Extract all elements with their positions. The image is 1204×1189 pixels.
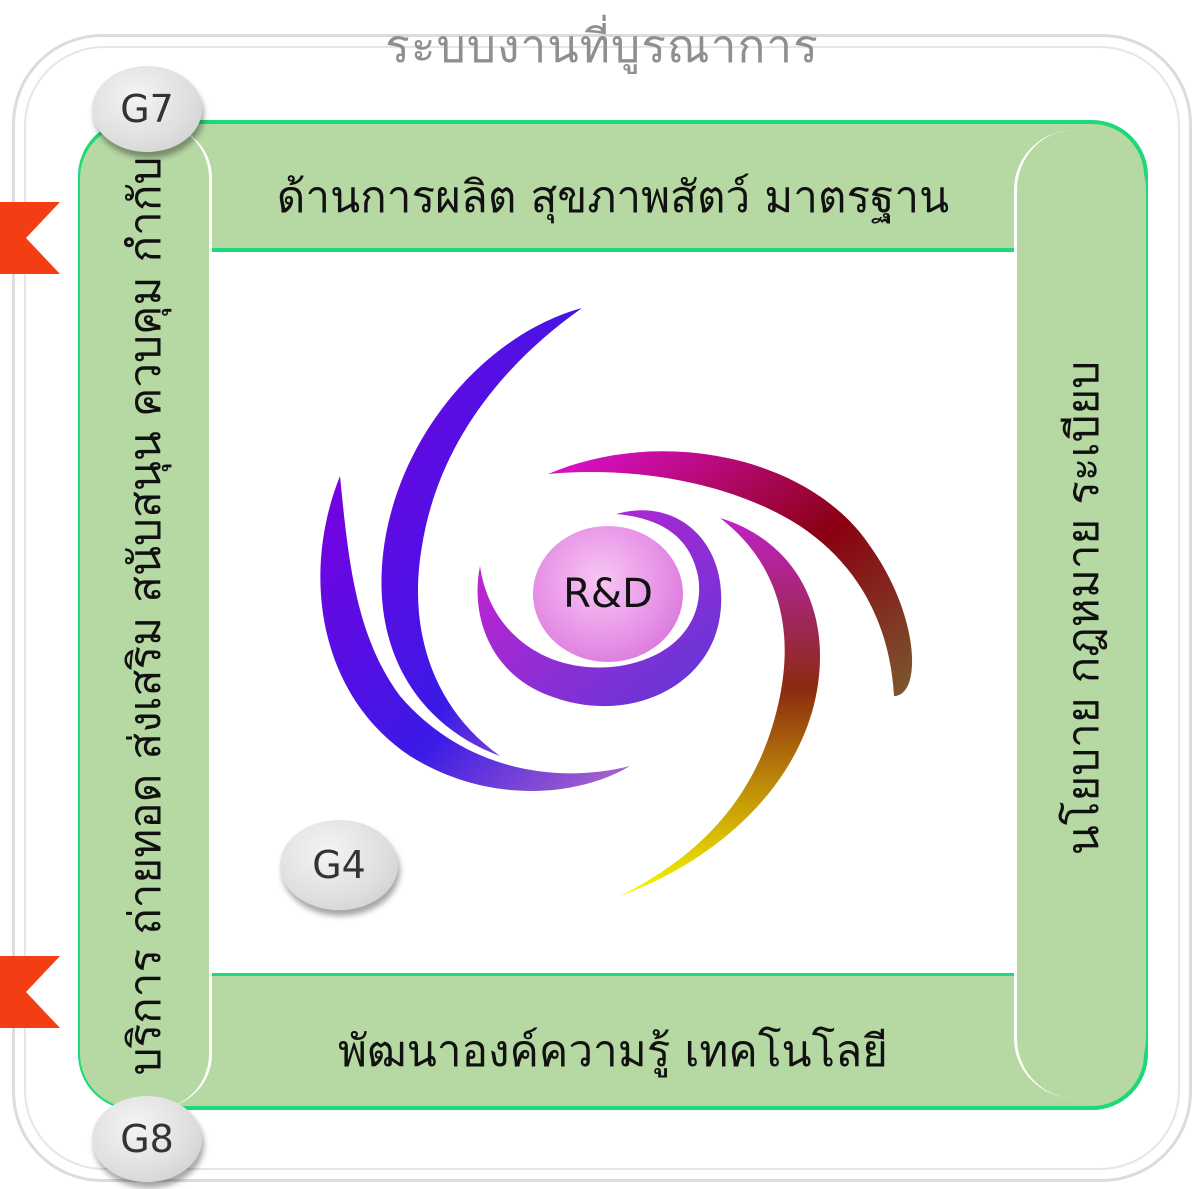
top-label: ด้านการผลิต สุขภาพสัตว์ มาตรฐาน [276,172,950,223]
outer-frame [12,34,1192,1182]
outer-frame-inner [24,46,1180,1170]
right-band [1014,130,1146,1098]
left-label: บริการ ถ่ายทอด ส่งเสริม สนับสนุน ควบคุม … [120,156,171,1076]
swirl-arm-top [381,308,582,756]
right-label: นโยบาย กฎหมาย ระเบียบ [1058,360,1109,856]
left-band [80,124,212,1108]
swirl-arm-bottom [620,518,820,896]
swirl-arm-right [548,451,913,696]
badge-g7-label: G7 [120,87,174,131]
rd-label: R&D [563,571,653,617]
diagram-title: ระบบงานที่บูรณาการ [385,19,819,73]
badge-g8-label: G8 [120,1117,174,1161]
bottom-label: พัฒนาองค์ความรู้ เทคโนโลยี [338,1026,888,1077]
badge-g7: G7 [92,66,202,152]
flag-marker-top [0,202,60,274]
badge-g4: G4 [280,820,398,910]
badge-g8: G8 [92,1096,202,1182]
swirl-arm-left [320,476,630,791]
rd-center-circle: R&D [533,526,683,662]
badge-g4-label: G4 [312,843,366,887]
swirl-arm-inner [477,510,722,707]
swirl-graphic [320,308,913,896]
flag-marker-bottom [0,956,60,1028]
